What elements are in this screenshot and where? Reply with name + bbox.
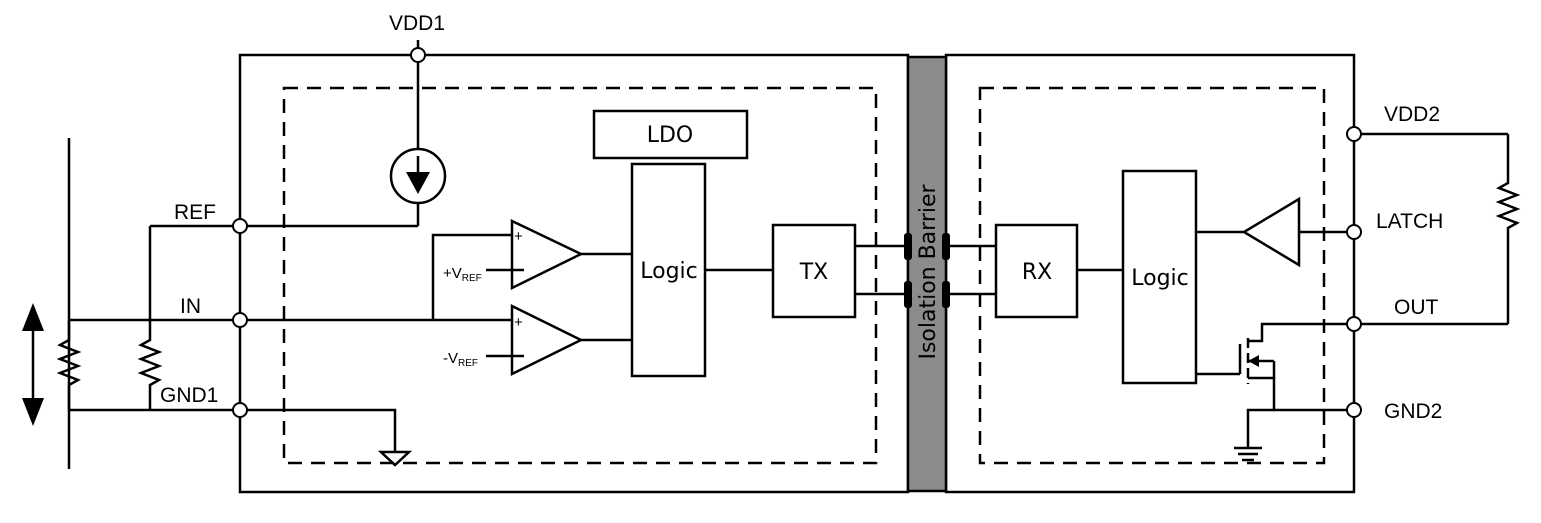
tx-label: TX	[799, 260, 829, 285]
rx-label: RX	[1022, 260, 1052, 285]
vref-pos-label: +VREF	[443, 265, 482, 284]
gnd1-label: GND1	[160, 384, 218, 407]
out-internal-wire	[1248, 322, 1352, 343]
vref-neg-label: -VREF	[443, 350, 478, 369]
pin-in	[232, 312, 248, 328]
svg-text:+: +	[514, 314, 523, 331]
isolation-barrier	[906, 55, 948, 493]
mosfet-arrow-icon	[1248, 355, 1259, 367]
tx-block	[771, 223, 857, 319]
out-label: OUT	[1394, 296, 1439, 319]
pin-gnd2	[1346, 402, 1362, 418]
vdd2-label: VDD2	[1384, 103, 1440, 126]
gnd1-internal-wire	[242, 408, 397, 452]
coupling-cap-rx-top	[942, 233, 950, 260]
pin-out	[1346, 316, 1362, 332]
pin-latch	[1346, 224, 1362, 240]
isolation-barrier-label: Isolation Barrier	[916, 183, 941, 359]
rx-block	[994, 223, 1079, 319]
in-label: IN	[180, 295, 201, 318]
pin-vdd2	[1346, 126, 1362, 142]
latch-label: LATCH	[1376, 210, 1443, 233]
svg-text:+: +	[514, 228, 523, 245]
ref-label: REF	[174, 201, 216, 224]
gnd2-internal-wire	[1272, 378, 1352, 412]
right-dashed-region	[978, 86, 1326, 465]
ref-resistor-icon	[137, 226, 163, 410]
gnd2-label: GND2	[1384, 400, 1442, 423]
pin-gnd1	[232, 402, 248, 418]
coupling-cap-tx-bottom	[904, 281, 912, 308]
in-to-comp1-wire	[431, 233, 512, 320]
logic-right-label: Logic	[1131, 266, 1189, 291]
arrow-up-icon	[22, 303, 44, 331]
ground-icon-left	[377, 450, 413, 467]
logic-right-block	[1121, 169, 1198, 385]
coupling-cap-rx-bottom	[942, 281, 950, 308]
vdd1-label: VDD1	[389, 12, 445, 35]
logic-left-label: Logic	[640, 259, 698, 284]
comparator-upper-icon	[510, 219, 584, 291]
pullup-resistor-icon	[1495, 134, 1521, 324]
sensor-resistor-icon	[56, 320, 82, 410]
pin-vdd1	[410, 47, 426, 63]
ldo-label: LDO	[647, 123, 694, 148]
arrow-down-icon	[22, 398, 44, 426]
coupling-cap-tx-top	[904, 233, 912, 260]
current-source-arrow-icon	[406, 172, 430, 194]
ldo-block	[592, 109, 749, 160]
latch-buffer-icon	[1241, 196, 1301, 268]
logic-left-block	[630, 162, 707, 378]
comparator-lower-icon	[510, 303, 584, 377]
pin-ref	[232, 218, 248, 234]
